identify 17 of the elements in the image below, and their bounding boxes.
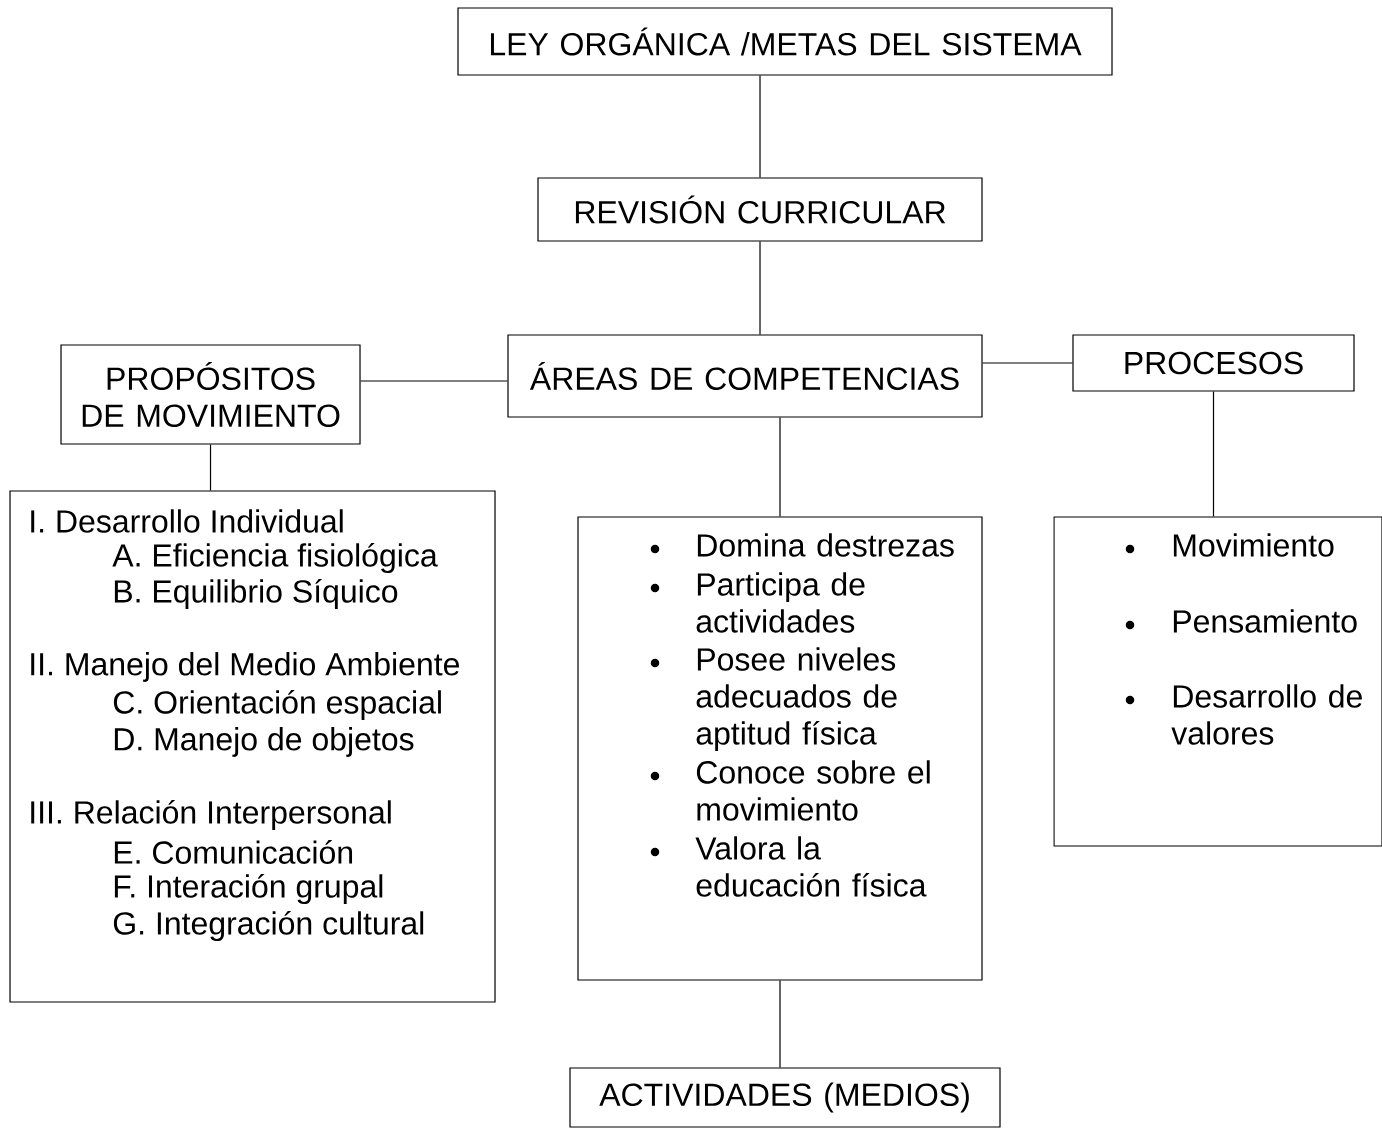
heading-box: PROCESOS — [1072, 334, 1355, 392]
heading-box: PROPÓSITOS DE MOVIMIENTO — [60, 344, 361, 445]
connector-line — [982, 362, 1073, 364]
connector-line — [759, 75, 761, 178]
list-box: Domina destrezas Participa de actividades Posee niveles adecuados de aptitud física Conoce sobre el movimiento Valora la educación física — [577, 516, 983, 981]
connector-line — [1212, 391, 1215, 517]
connector-line — [209, 444, 212, 491]
heading-box: REVISIÓN CURRICULAR — [537, 177, 983, 242]
list-box: I. Desarrollo Individual A. Eficiencia fisiológica B. Equilibrio Síquico II. Manejo del Medio Ambiente C. Orientación espacial D. Manejo de objetos III. Relación Interpersonal E. Comunicación F. Interación grupal G. Integración cultural — [9, 490, 496, 1003]
connector-line — [779, 417, 781, 517]
connector-line — [360, 380, 508, 382]
connector-line — [779, 980, 781, 1068]
heading-box: ACTIVIDADES (MEDIOS) — [569, 1067, 1001, 1128]
connector-line — [759, 241, 761, 335]
list-box: Movimiento Pensamiento Desarrollo de valores — [1053, 516, 1382, 847]
heading-box: LEY ORGÁNICA /METAS DEL SISTEMA — [457, 7, 1113, 76]
heading-box: ÁREAS DE COMPETENCIAS — [507, 334, 983, 418]
